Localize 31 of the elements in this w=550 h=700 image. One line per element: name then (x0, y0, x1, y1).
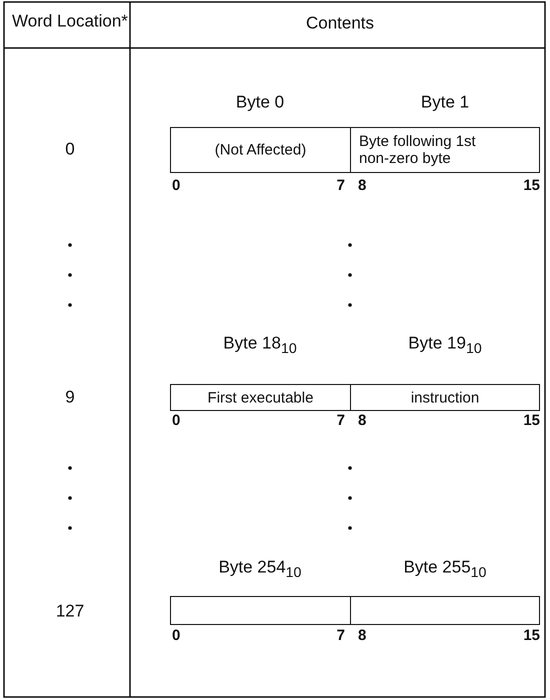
bit-number: 15 (523, 628, 540, 644)
bit-number: 0 (172, 628, 180, 644)
bit-number: 8 (358, 628, 366, 644)
cell-text: (Not Affected) (214, 141, 306, 159)
bit-number: 8 (358, 178, 366, 194)
byte-cell (170, 384, 351, 411)
byte-label: Byte 0 (236, 94, 284, 112)
bit-number: 15 (523, 412, 540, 430)
cell-text: instruction (410, 388, 480, 406)
byte-cell (350, 384, 540, 411)
cell-text: Byte following 1st non-zero byte (359, 132, 477, 168)
byte-cell (170, 127, 351, 173)
bit-number: 7 (336, 178, 345, 194)
byte-label: Byte 254$_{10}$ (218, 558, 302, 582)
byte-label: Byte 18$_{10}$ (223, 334, 297, 358)
byte-label: Byte 1 (420, 94, 470, 112)
byte-label: Byte 19$_{10}$ (408, 334, 482, 358)
bit-number: 7 (336, 628, 345, 644)
word-location: 9 (65, 388, 75, 408)
bit-number: 15 (523, 178, 540, 194)
bit-number: 7 (336, 412, 345, 430)
cell-text: First executable (208, 388, 314, 406)
bit-number: 0 (172, 412, 180, 430)
column-header: Contents (306, 14, 374, 34)
word-location: 0 (65, 140, 75, 160)
bit-number: 8 (358, 412, 366, 430)
byte-label: Byte 255$_{10}$ (404, 558, 486, 582)
bit-number: 0 (172, 178, 180, 194)
word-location: 127 (56, 602, 84, 622)
column-header: Word Location* (12, 12, 128, 32)
byte-cell (350, 127, 540, 173)
